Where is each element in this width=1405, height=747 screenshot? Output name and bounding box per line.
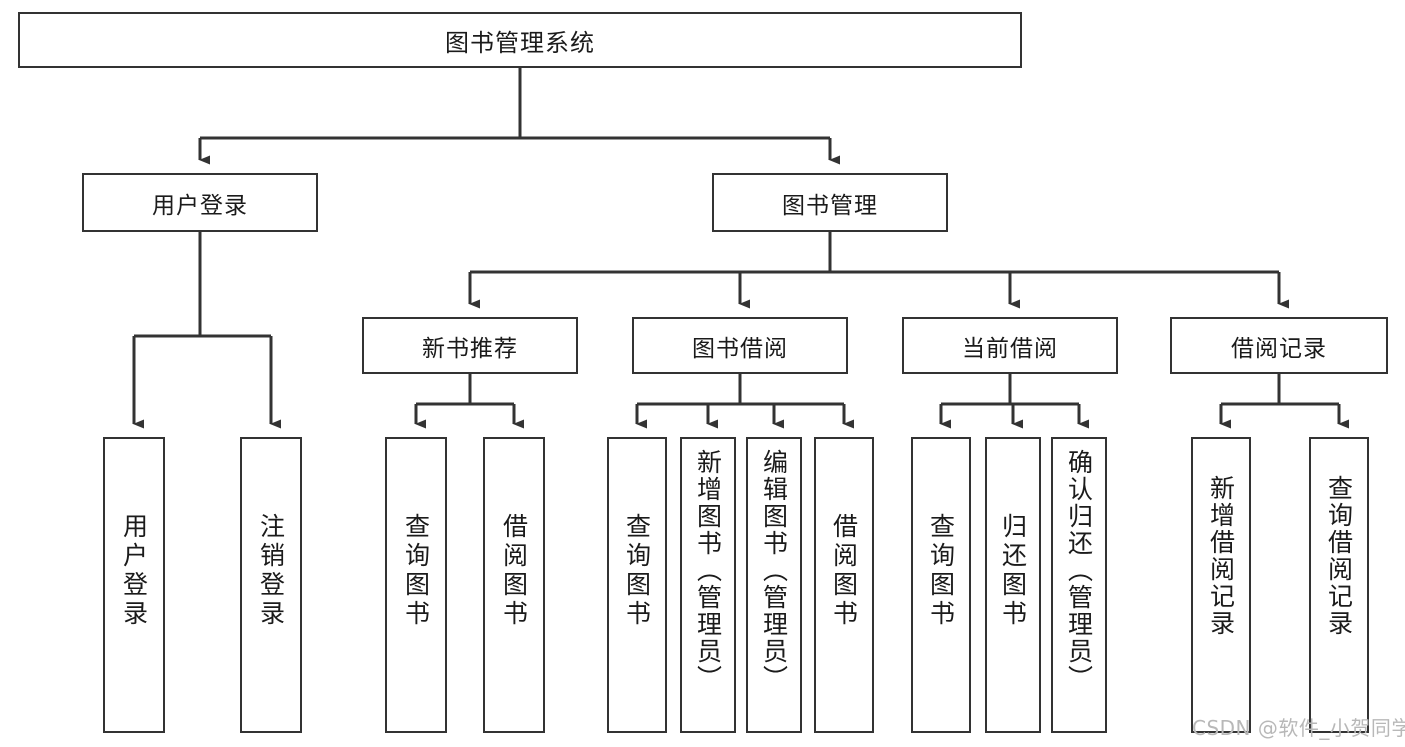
leaf-query-book-2[interactable]: 查询图书	[607, 437, 667, 733]
leaf-return-book-label: 归还图书	[998, 513, 1028, 629]
leaf-user-login[interactable]: 用户登录	[103, 437, 165, 733]
leaf-query-book-2-label: 查询图书	[622, 513, 652, 629]
node-new-book-recommend[interactable]: 新书推荐	[362, 317, 578, 374]
leaf-logout-login-label: 注销登录	[256, 513, 286, 629]
node-book-borrow-label: 图书借阅	[692, 335, 788, 362]
leaf-edit-book-admin[interactable]: 编辑图书（管理员）	[746, 437, 802, 733]
node-root-label: 图书管理系统	[445, 28, 595, 57]
leaf-return-book[interactable]: 归还图书	[985, 437, 1041, 733]
leaf-query-book-1-label: 查询图书	[401, 513, 431, 629]
leaf-add-borrow-record[interactable]: 新增借阅记录	[1191, 437, 1251, 733]
node-current-borrow-label: 当前借阅	[962, 335, 1058, 362]
leaf-query-borrow-record[interactable]: 查询借阅记录	[1309, 437, 1369, 733]
node-current-borrow[interactable]: 当前借阅	[902, 317, 1118, 374]
leaf-query-book-3[interactable]: 查询图书	[911, 437, 971, 733]
node-root-system[interactable]: 图书管理系统	[18, 12, 1022, 68]
leaf-user-login-label: 用户登录	[119, 513, 149, 629]
leaf-add-book-admin[interactable]: 新增图书（管理员）	[680, 437, 736, 733]
node-book-borrow[interactable]: 图书借阅	[632, 317, 848, 374]
leaf-query-book-1[interactable]: 查询图书	[385, 437, 447, 733]
leaf-borrow-book-2[interactable]: 借阅图书	[814, 437, 874, 733]
leaf-edit-book-admin-label: 编辑图书（管理员）	[759, 449, 789, 692]
node-book-manage[interactable]: 图书管理	[712, 173, 948, 232]
leaf-confirm-return-admin[interactable]: 确认归还（管理员）	[1051, 437, 1107, 733]
node-user-login-label: 用户登录	[152, 192, 248, 219]
node-user-login[interactable]: 用户登录	[82, 173, 318, 232]
leaf-query-book-3-label: 查询图书	[926, 513, 956, 629]
leaf-borrow-book-1[interactable]: 借阅图书	[483, 437, 545, 733]
leaf-add-borrow-record-label: 新增借阅记录	[1206, 475, 1236, 637]
leaf-logout-login[interactable]: 注销登录	[240, 437, 302, 733]
node-new-book-recommend-label: 新书推荐	[422, 335, 518, 362]
leaf-query-borrow-record-label: 查询借阅记录	[1324, 475, 1354, 637]
leaf-confirm-return-admin-label: 确认归还（管理员）	[1064, 449, 1094, 692]
node-borrow-record-label: 借阅记录	[1231, 335, 1327, 362]
node-borrow-record[interactable]: 借阅记录	[1170, 317, 1388, 374]
leaf-borrow-book-2-label: 借阅图书	[829, 513, 859, 629]
node-book-manage-label: 图书管理	[782, 192, 878, 219]
leaf-add-book-admin-label: 新增图书（管理员）	[693, 449, 723, 692]
leaf-borrow-book-1-label: 借阅图书	[499, 513, 529, 629]
